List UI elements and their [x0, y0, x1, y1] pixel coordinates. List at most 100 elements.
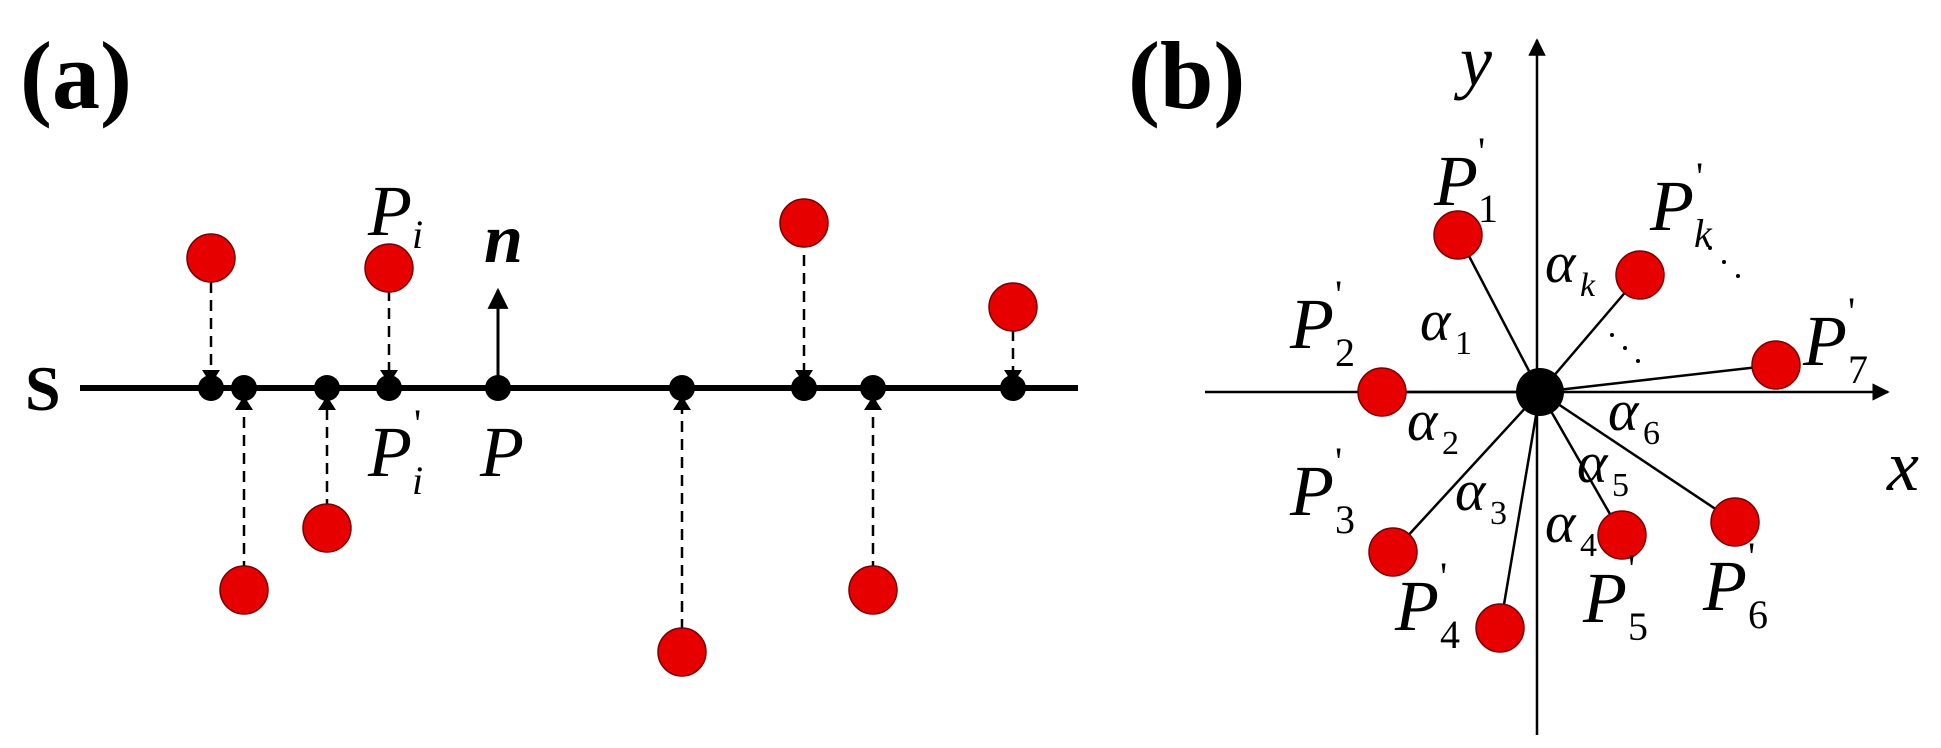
point-i-label: P [367, 171, 412, 251]
arrowheads-up [235, 396, 882, 410]
spokes [1382, 234, 1777, 629]
label-p5: P [1582, 558, 1627, 638]
label-pk: P [1649, 166, 1694, 246]
alpha-2: α [1407, 388, 1439, 453]
red-point-pk [1615, 250, 1665, 300]
x-axis-label: x [1886, 426, 1919, 506]
spoke-6 [1539, 390, 1736, 524]
dot [1623, 346, 1627, 350]
red-points-b [1357, 210, 1801, 653]
alpha-6-sub: 6 [1643, 415, 1660, 452]
point-i-subscript: i [412, 212, 423, 257]
label-pk-prime: ' [1696, 154, 1703, 199]
panel-b-label: (b) [1128, 22, 1245, 129]
label-p5-sub: 5 [1628, 604, 1648, 649]
alpha-6: α [1608, 378, 1640, 443]
label-p3-sub: 3 [1335, 497, 1355, 542]
label-p1-prime: ' [1478, 129, 1485, 174]
surface-label: S [25, 353, 61, 424]
dot [1708, 246, 1712, 250]
center-point [1516, 368, 1564, 416]
projected-point [791, 375, 817, 401]
label-pk-sub: k [1694, 211, 1713, 256]
label-p4-sub: 4 [1440, 612, 1460, 657]
projected-point [198, 375, 224, 401]
alpha-4-sub: 4 [1580, 527, 1597, 564]
projected-point-i [376, 375, 402, 401]
projected-point [314, 375, 340, 401]
alpha-1: α [1420, 288, 1452, 353]
label-p4: P [1394, 566, 1439, 646]
red-point [302, 503, 352, 553]
alpha-k: α [1545, 230, 1577, 295]
label-p2-sub: 2 [1335, 330, 1355, 375]
alpha-k-sub: k [1580, 267, 1596, 304]
angle-labels-b: α k α 1 α 2 α 6 α 3 α 5 α 4 [1407, 230, 1660, 564]
projections-above [209, 255, 1015, 370]
projected-points [198, 375, 1026, 401]
spoke-7 [1539, 363, 1777, 394]
label-p5-prime: ' [1628, 546, 1635, 591]
red-point [186, 233, 236, 283]
alpha-3: α [1455, 458, 1487, 523]
label-p2-prime: ' [1335, 272, 1342, 317]
dot [1736, 274, 1740, 278]
spoke-k [1539, 274, 1641, 393]
label-p7: P [1802, 301, 1847, 381]
red-point-p7 [1751, 340, 1801, 390]
dot [1610, 333, 1614, 337]
red-point-p6 [1710, 497, 1760, 547]
y-axis-label: y [1453, 21, 1492, 101]
point-p-label: P [479, 412, 524, 492]
normal-label: n [484, 201, 523, 278]
label-p7-prime: ' [1848, 289, 1855, 334]
label-p7-sub: 7 [1848, 347, 1868, 392]
projections-below [242, 410, 875, 630]
arrowhead [235, 396, 253, 410]
projected-point [231, 375, 257, 401]
dot [1636, 359, 1640, 363]
alpha-2-sub: 2 [1442, 425, 1459, 462]
red-points-a [186, 198, 1038, 677]
red-point [988, 282, 1038, 332]
label-p6-sub: 6 [1748, 592, 1768, 637]
red-point-p1 [1433, 210, 1483, 260]
arrowhead [318, 396, 336, 410]
panel-a-label: (a) [20, 22, 132, 129]
label-p6-prime: ' [1748, 534, 1755, 579]
red-point [657, 627, 707, 677]
label-p1: P [1433, 141, 1478, 221]
projected-point [1000, 375, 1026, 401]
spoke-1 [1456, 234, 1542, 393]
red-point [848, 565, 898, 615]
label-p2: P [1289, 284, 1334, 364]
red-point-p5 [1597, 510, 1647, 560]
proj-i-label: P [367, 412, 412, 492]
red-point-p4 [1475, 603, 1525, 653]
point-labels-b: P ' 1 P ' k P ' 2 P ' 7 P ' 3 P ' 4 P ' … [1289, 129, 1868, 657]
red-point-p2 [1357, 367, 1407, 417]
label-p3-prime: ' [1335, 439, 1342, 484]
point-p [485, 375, 511, 401]
spoke-3 [1392, 391, 1541, 553]
alpha-5-sub: 5 [1612, 467, 1629, 504]
red-point [219, 565, 269, 615]
ellipsis-dots [1610, 246, 1740, 363]
dot [1722, 260, 1726, 264]
projected-point [860, 375, 886, 401]
label-p4-prime: ' [1440, 554, 1447, 599]
alpha-4: α [1545, 490, 1577, 555]
proj-i-prime: ' [414, 401, 421, 446]
label-p6: P [1702, 546, 1747, 626]
projected-point [669, 375, 695, 401]
arrowhead [864, 396, 882, 410]
label-p1-sub: 1 [1478, 186, 1498, 231]
red-point-i [364, 243, 414, 293]
proj-i-subscript: i [412, 458, 423, 503]
alpha-5: α [1577, 430, 1609, 495]
spoke-4 [1498, 391, 1542, 629]
alpha-3-sub: 3 [1490, 495, 1507, 532]
label-p3: P [1289, 451, 1334, 531]
